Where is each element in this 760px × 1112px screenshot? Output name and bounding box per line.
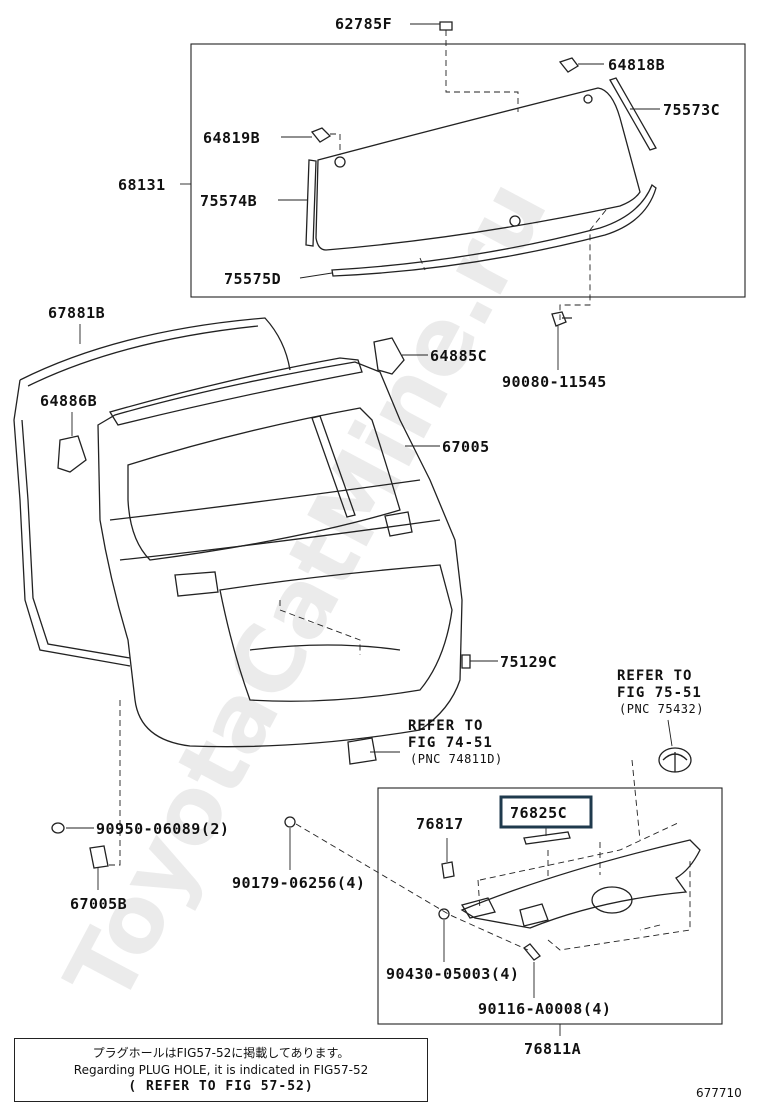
label-76825C[interactable]: 76825C bbox=[510, 804, 567, 822]
garnish-group-box bbox=[377, 787, 723, 1025]
leader-75575D bbox=[299, 272, 333, 279]
garnish-dash-2 bbox=[547, 759, 661, 931]
label-90950-06089[interactable]: 90950-06089(2) bbox=[96, 820, 229, 838]
back-door-67005 bbox=[97, 361, 463, 748]
glass-clip-point-2 bbox=[509, 215, 521, 227]
ref-74-line1: REFER TO bbox=[408, 718, 483, 734]
ref-75-line3: (PNC 75432) bbox=[619, 702, 704, 716]
clip-90950-06089 bbox=[51, 822, 65, 834]
door-support-strip bbox=[311, 415, 356, 518]
guide-62785F bbox=[445, 30, 519, 112]
hinge-64885C bbox=[373, 337, 405, 375]
label-68131[interactable]: 68131 bbox=[118, 176, 166, 194]
stopper-ref-74811D bbox=[347, 737, 377, 765]
note-japanese: プラグホールはFIG57-52に掲載してあります。 bbox=[92, 1046, 350, 1060]
molding-75574B bbox=[305, 159, 317, 247]
garnish-76811A bbox=[460, 839, 701, 929]
label-75573C[interactable]: 75573C bbox=[663, 101, 720, 119]
guide-90080 bbox=[559, 209, 607, 320]
label-75575D[interactable]: 75575D bbox=[224, 270, 281, 288]
note-english: Regarding PLUG HOLE, it is indicated in … bbox=[73, 1063, 369, 1077]
screw-90116-A0008 bbox=[523, 943, 541, 961]
door-upper-spoiler bbox=[108, 357, 363, 426]
glass-clip-point-3 bbox=[583, 94, 593, 104]
door-inner-rib bbox=[109, 479, 441, 561]
nut-90430-05003 bbox=[438, 908, 450, 920]
door-license-recess bbox=[249, 644, 401, 651]
garnish-mount-mid bbox=[519, 903, 549, 927]
clip-90179-06256 bbox=[284, 816, 296, 828]
label-90116-A0008[interactable]: 90116-A0008(4) bbox=[478, 1000, 611, 1018]
door-lower-panel bbox=[219, 564, 453, 702]
leader-75432 bbox=[667, 719, 673, 747]
label-90430-05003[interactable]: 90430-05003(4) bbox=[386, 965, 519, 983]
cushion-67005B bbox=[89, 845, 109, 869]
label-64886B[interactable]: 64886B bbox=[40, 392, 97, 410]
molding-75575D bbox=[331, 183, 657, 277]
clip-76817 bbox=[441, 861, 455, 879]
highlight-box-76825C bbox=[499, 795, 593, 829]
label-64818B[interactable]: 64818B bbox=[608, 56, 665, 74]
note-refer-link[interactable]: ( REFER TO FIG 57-52) bbox=[128, 1079, 314, 1094]
ref-74-line3: (PNC 74811D) bbox=[410, 752, 503, 766]
hinge-64886B bbox=[57, 435, 87, 473]
plug-hole-note: プラグホールはFIG57-52に掲載してあります。 Regarding PLUG… bbox=[14, 1038, 428, 1102]
door-dash-center bbox=[279, 600, 361, 655]
guide-64819B bbox=[330, 133, 341, 155]
ref-75-line2[interactable]: FIG 75-51 bbox=[617, 685, 702, 701]
garnish-emblem-hole bbox=[591, 886, 633, 914]
ref-74-line2[interactable]: FIG 74-51 bbox=[408, 735, 493, 751]
glass-group-box bbox=[190, 43, 746, 298]
door-lamp-hole-right bbox=[384, 511, 413, 537]
small-clip-62785F bbox=[439, 21, 453, 31]
clip-64819B bbox=[310, 127, 332, 143]
label-90179-06256[interactable]: 90179-06256(4) bbox=[232, 874, 365, 892]
label-62785F[interactable]: 62785F bbox=[335, 15, 392, 33]
label-90080-11545[interactable]: 90080-11545 bbox=[502, 373, 607, 391]
label-75574B[interactable]: 75574B bbox=[200, 192, 257, 210]
back-glass-68131 bbox=[315, 87, 641, 251]
molding-75573C bbox=[609, 77, 657, 151]
label-67005B[interactable]: 67005B bbox=[70, 895, 127, 913]
label-64885C[interactable]: 64885C bbox=[430, 347, 487, 365]
figure-number: 677710 bbox=[696, 1086, 742, 1100]
glass-clip-point bbox=[334, 156, 346, 168]
bumper-75129C bbox=[461, 654, 471, 669]
label-67881B[interactable]: 67881B bbox=[48, 304, 105, 322]
label-75129C[interactable]: 75129C bbox=[500, 653, 557, 671]
emblem-inner bbox=[662, 752, 688, 772]
label-64819B[interactable]: 64819B bbox=[203, 129, 260, 147]
label-67005[interactable]: 67005 bbox=[442, 438, 490, 456]
guide-clip-lower bbox=[419, 257, 426, 271]
guide-left-fasteners bbox=[108, 700, 121, 866]
bolt-90080-11545 bbox=[551, 311, 572, 327]
door-lamp-hole-left bbox=[174, 571, 219, 597]
clip-64818B bbox=[558, 57, 579, 73]
ref-75-line1: REFER TO bbox=[617, 668, 692, 684]
label-76817[interactable]: 76817 bbox=[416, 815, 464, 833]
weatherstrip-67881B bbox=[13, 317, 291, 667]
guide-90179 bbox=[295, 823, 529, 951]
door-window-opening bbox=[127, 407, 401, 561]
label-76811A[interactable]: 76811A bbox=[524, 1040, 581, 1058]
molding-76825C bbox=[523, 831, 571, 845]
garnish-dash-1 bbox=[477, 821, 691, 951]
